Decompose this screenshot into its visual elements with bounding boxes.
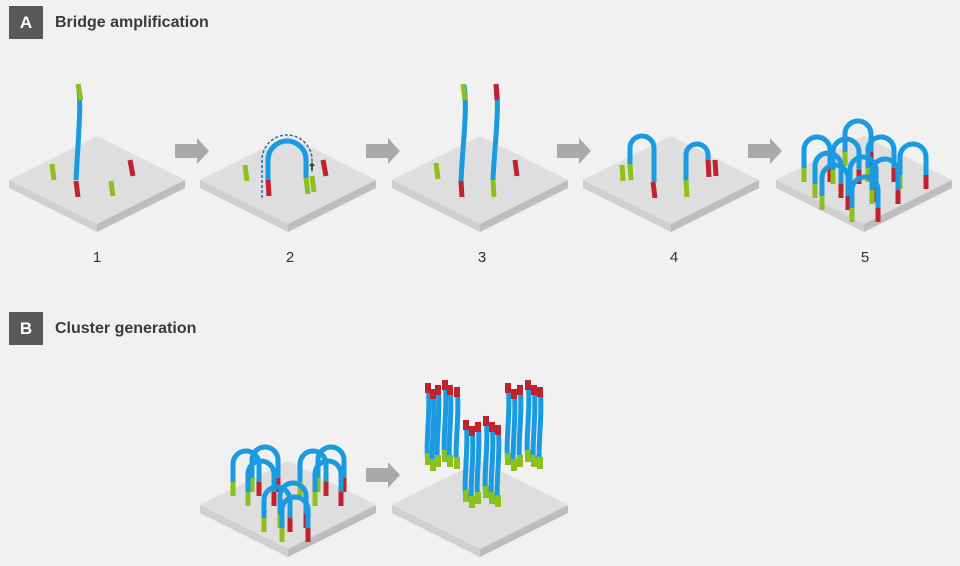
arrow-arches-to-clusters: [366, 462, 400, 488]
cluster-strands-illustration: [392, 380, 568, 557]
step-label-3: 3: [477, 249, 487, 266]
arrow-2-to-3: [366, 138, 400, 164]
step-3-illustration: [392, 83, 568, 232]
step-label-4: 4: [669, 249, 679, 266]
section-a-title: Bridge amplification: [55, 13, 209, 31]
step-label-5: 5: [860, 249, 870, 266]
arrow-3-to-4: [557, 138, 591, 164]
section-b-title: Cluster generation: [55, 319, 197, 337]
step-2-illustration: [200, 134, 376, 232]
cluster-arches-illustration: [200, 447, 376, 557]
step-label-2: 2: [285, 249, 295, 266]
section-b-header: B Cluster generation: [9, 312, 196, 345]
step-label-1: 1: [92, 249, 102, 266]
section-a-badge: A: [9, 6, 43, 39]
step-5-illustration: [776, 121, 952, 232]
step-1-illustration: [9, 83, 185, 232]
arrow-4-to-5: [748, 138, 782, 164]
step-4-illustration: [583, 133, 759, 232]
section-b-badge: B: [9, 312, 43, 345]
section-a-header: A Bridge amplification: [9, 6, 209, 39]
arrow-1-to-2: [175, 138, 209, 164]
